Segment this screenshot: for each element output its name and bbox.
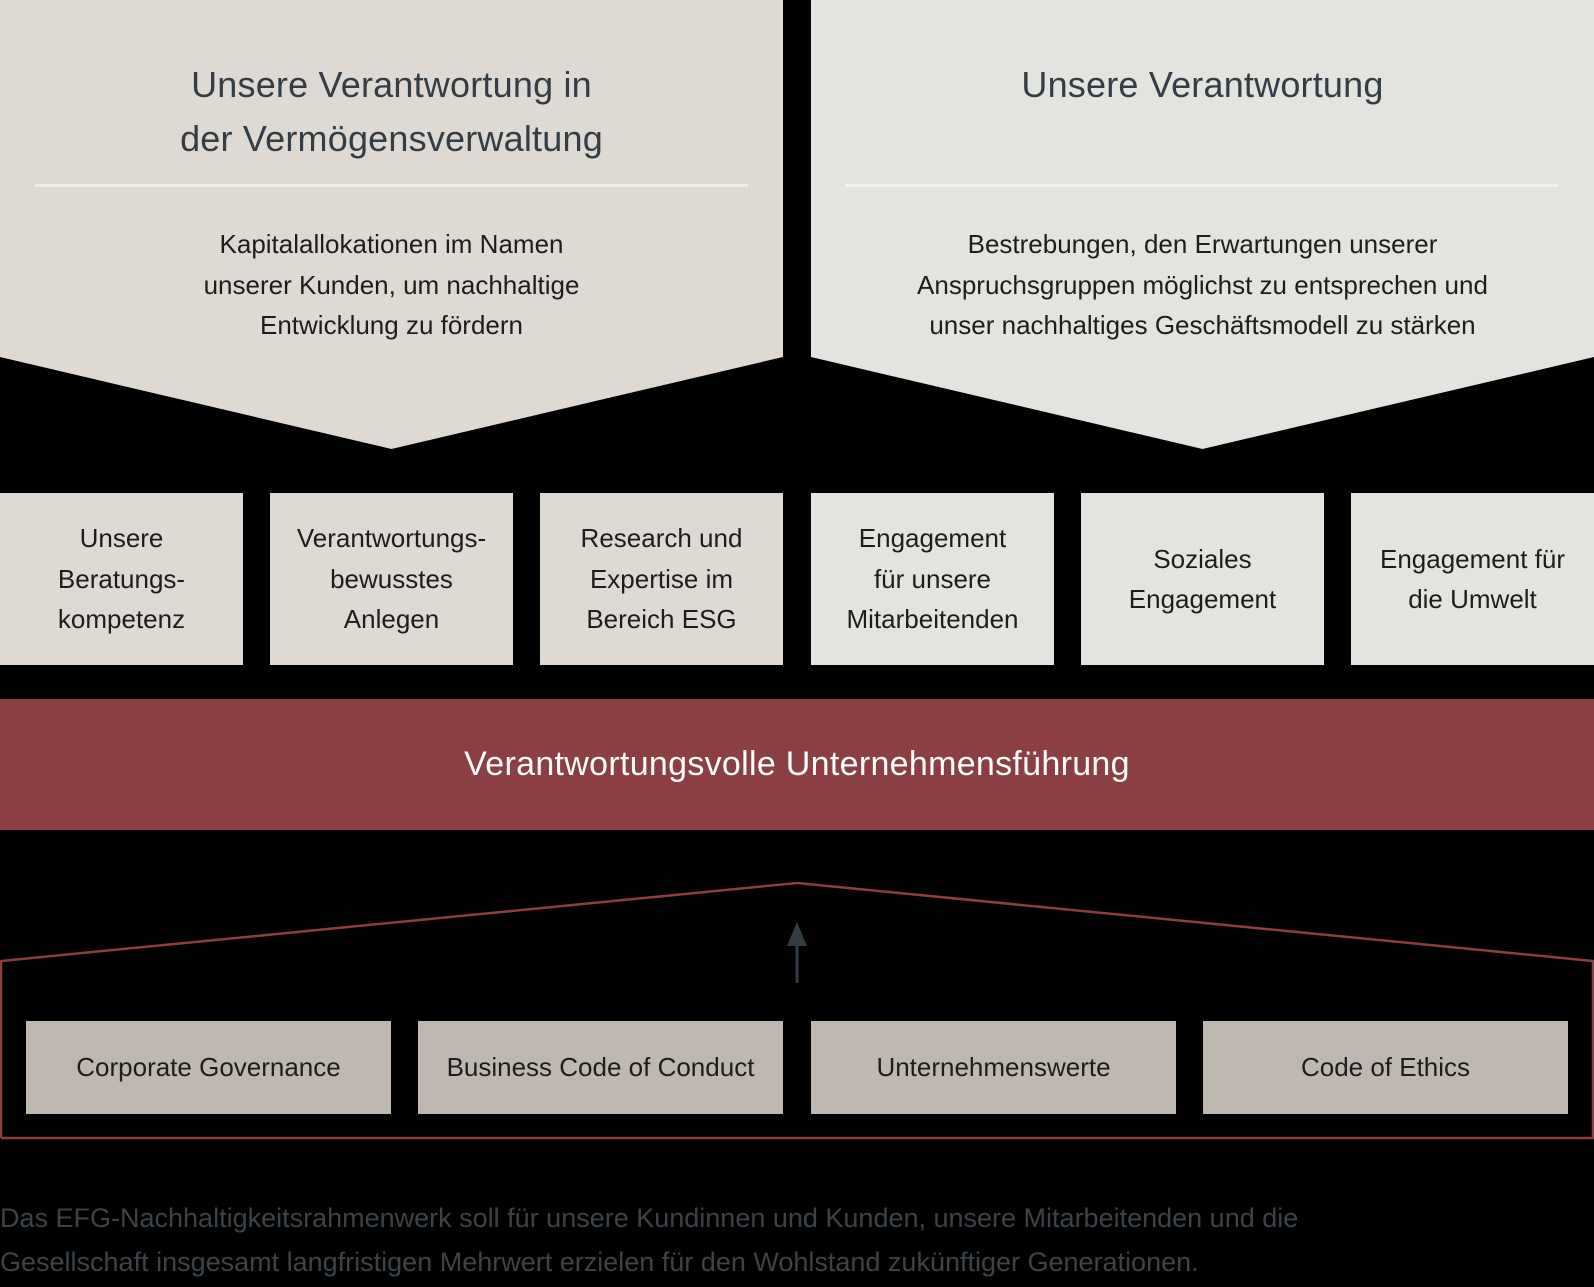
asset-management-responsibility-chevron: Unsere Verantwortung in der Vermögensver… <box>0 0 783 449</box>
pillar-label-line: bewusstes <box>330 563 453 594</box>
arrow-up-icon <box>787 922 807 983</box>
foundation-label: Corporate Governance <box>76 1052 341 1082</box>
pillar-label-line: Unsere <box>79 523 164 554</box>
pillar-label-line: Verantwortungs- <box>296 523 487 554</box>
pillar-social-engagement: Soziales Engagement <box>1081 493 1324 665</box>
chevron-title: Unsere Verantwortung <box>811 58 1594 112</box>
footer-caption-line: Gesellschaft insgesamt langfristigen Meh… <box>0 1247 1199 1277</box>
pillar-label-line: für unsere <box>873 563 992 594</box>
chevron-description-line: Kapitalallokationen im Namen <box>219 229 564 259</box>
pillar-label-line: Soziales <box>1153 543 1252 574</box>
governance-band: Verantwortungsvolle Unternehmensführung <box>0 699 1594 830</box>
chevron-description-line: Entwicklung zu fördern <box>259 310 524 340</box>
foundation-label: Code of Ethics <box>1300 1052 1471 1082</box>
chevron-title-line: Unsere Verantwortung in <box>191 64 592 105</box>
chevron-description-line: unserer Kunden, um nachhaltige <box>203 269 580 300</box>
footer-caption-line: Das EFG-Nachhaltigkeitsrahmenwerk soll f… <box>0 1203 1299 1233</box>
pillar-label-line: kompetenz <box>57 604 186 635</box>
chevron-description-line: unser nachhaltiges Geschäftsmodell zu st… <box>929 310 1476 340</box>
pillar-esg-research: Research und Expertise im Bereich ESG <box>540 493 783 665</box>
pillar-label-line: Expertise im <box>589 563 734 594</box>
governance-band-label: Verantwortungsvolle Unternehmensführung <box>464 745 1130 783</box>
chevron-description: Kapitalallokationen im Namen unserer Kun… <box>0 224 783 346</box>
foundation-code-of-ethics: Code of Ethics <box>1203 1021 1568 1114</box>
foundation-house-outline <box>0 881 1594 1140</box>
chevron-title-line: der Vermögensverwaltung <box>180 118 603 159</box>
divider <box>35 184 748 187</box>
foundation-label: Business Code of Conduct <box>446 1052 755 1082</box>
pillar-label-line: Bereich ESG <box>586 604 737 635</box>
chevron-title-line: Unsere Verantwortung <box>1021 64 1384 105</box>
foundation-corporate-values: Unternehmenswerte <box>811 1021 1176 1114</box>
pillar-responsible-investing: Verantwortungs- bewusstes Anlegen <box>270 493 513 665</box>
pillar-label-line: Mitarbeitenden <box>846 604 1019 635</box>
pillar-label-line: Engagement <box>858 523 1007 554</box>
pillar-employee-engagement: Engagement für unsere Mitarbeitenden <box>811 493 1054 665</box>
pillar-label-line: Engagement <box>1128 584 1277 614</box>
foundation-corporate-governance: Corporate Governance <box>26 1021 391 1114</box>
chevron-description: Bestrebungen, den Erwartungen unserer An… <box>811 224 1594 346</box>
chevron-description-line: Anspruchsgruppen möglichst zu entspreche… <box>917 269 1488 300</box>
chevron-description-line: Bestrebungen, den Erwartungen unserer <box>967 229 1438 259</box>
foundation-label: Unternehmenswerte <box>876 1052 1111 1082</box>
chevron-title: Unsere Verantwortung in der Vermögensver… <box>0 58 783 166</box>
pillar-advisory-competence: Unsere Beratungs- kompetenz <box>0 493 243 665</box>
pillar-environmental-engagement: Engagement für die Umwelt <box>1351 493 1594 665</box>
divider <box>845 184 1558 187</box>
pillar-label-line: Research und <box>580 523 743 554</box>
pillar-label-line: Beratungs- <box>57 563 186 594</box>
foundation-business-code-of-conduct: Business Code of Conduct <box>418 1021 783 1114</box>
pillar-label-line: Anlegen <box>343 604 440 635</box>
corporate-responsibility-chevron: Unsere Verantwortung Bestrebungen, den E… <box>811 0 1594 449</box>
pillar-label-line: Engagement für <box>1379 543 1565 574</box>
footer-caption: Das EFG-Nachhaltigkeitsrahmenwerk soll f… <box>0 1196 1594 1284</box>
pillar-label-line: die Umwelt <box>1408 584 1537 614</box>
